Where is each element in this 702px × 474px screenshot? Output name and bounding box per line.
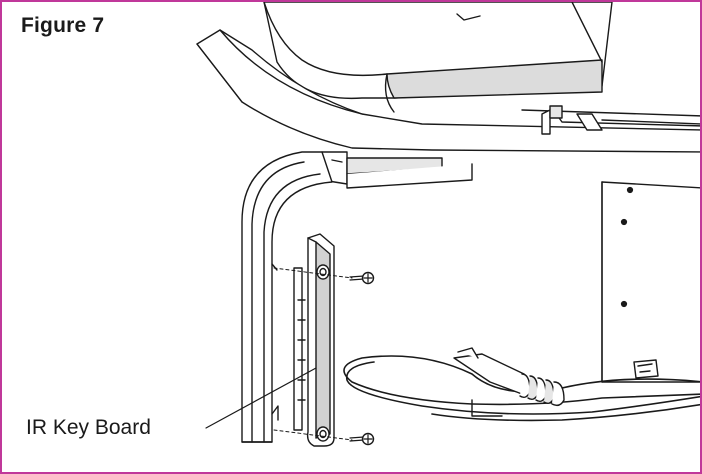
screw-top (349, 271, 375, 285)
callout-label-ir-key-board: IR Key Board (26, 416, 151, 439)
power-cord (343, 347, 700, 422)
rails (307, 151, 473, 189)
callout-leader-line (205, 367, 317, 429)
base-frame (196, 29, 700, 153)
edge-strip (293, 267, 306, 431)
alignment-lines (273, 267, 353, 441)
side-panel (601, 181, 700, 383)
figure-title: Figure 7 (21, 14, 105, 37)
leg-frame (241, 151, 333, 443)
ir-key-board (306, 233, 335, 447)
upper-housing (263, 2, 613, 113)
screw-bottom (349, 432, 375, 446)
